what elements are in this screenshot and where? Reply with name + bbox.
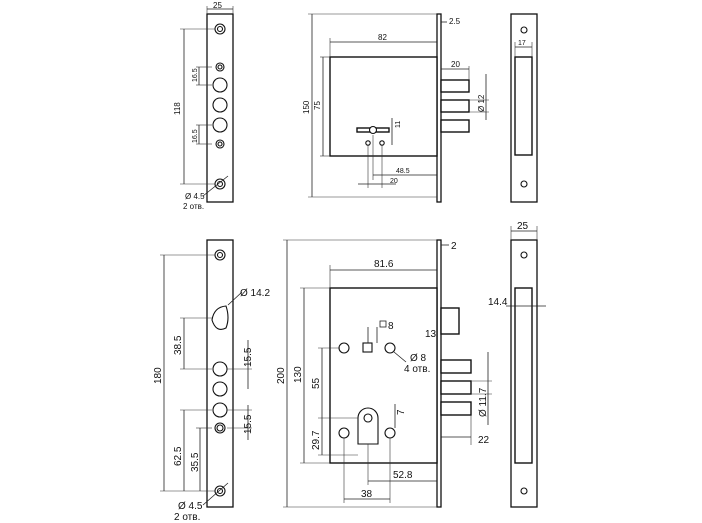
dim-handle-height: 180 (153, 367, 164, 384)
dim-cylinder-backset: 38 (361, 489, 373, 500)
bolt-hole (212, 97, 228, 113)
fix-hole (338, 427, 350, 439)
dim-body-height: 75 (313, 101, 322, 110)
dim-bolt-dia: Ø 12 (477, 94, 486, 112)
lock-case (329, 56, 438, 157)
dim-cylinder-notch: 7 (396, 409, 407, 415)
dim-body-width: 82 (378, 33, 387, 42)
cam-hole (211, 305, 229, 330)
dim-pitch-upper: 16.5 (192, 68, 199, 82)
bottom-strike-plate-view: 25 14.4 (488, 221, 546, 508)
fix-hole (338, 342, 350, 354)
dim-pitch-lower: 16.5 (192, 129, 199, 143)
cylinder-cutout (357, 407, 379, 445)
bolt (440, 99, 470, 113)
fix-hole (384, 342, 396, 354)
dim-backset: 52.8 (393, 470, 413, 481)
bolt-hole (212, 117, 228, 133)
bolt (440, 119, 470, 133)
label-fix-hole-count: 4 отв. (404, 364, 430, 375)
label-mount-hole-dia: Ø 4.5 (178, 501, 203, 512)
label-mount-hole-dia: Ø 4.5 (185, 192, 205, 201)
strike-window (514, 56, 533, 156)
latch (440, 307, 460, 335)
dim-bolt-pitch-lower: 15.5 (243, 414, 254, 434)
label-fix-hole-dia: Ø 8 (410, 353, 427, 364)
dim-cylinder-height: 29.7 (311, 430, 322, 450)
dim-key-offset: 11 (395, 121, 402, 128)
dim-backset: 48.5 (396, 168, 410, 175)
fix-hole (384, 427, 396, 439)
top-front-plate-view: 25 118 16.5 16.5 Ø 4.5 2 отв. (173, 1, 234, 211)
strike-mount-hole (520, 251, 528, 259)
bottom-front-plate-view: Ø 14.2 180 38.5 15.5 15.5 62.5 35.5 Ø 4.… (153, 239, 270, 523)
dim-faceplate-thickness: 2.5 (449, 17, 461, 26)
strike-mount-hole (520, 487, 528, 495)
top-strike-plate-view: 17 (510, 13, 538, 203)
label-mount-hole-count: 2 отв. (174, 512, 200, 523)
dim-bolt-pitch-upper: 15.5 (243, 347, 254, 367)
dim-bolt-dia: Ø 11.7 (478, 387, 489, 417)
bottom-lock-body-view: 200 130 81.6 2 8 Ø 8 4 отв. 13 55 29.7 (276, 239, 492, 508)
dim-strike-window-width: 17 (518, 40, 526, 47)
bolt-hole (212, 381, 228, 397)
dim-bolt-span: 118 (173, 102, 182, 115)
bolt (440, 380, 472, 395)
dim-cylinder-offset: 62.5 (173, 446, 184, 466)
label-cam-hole-dia: Ø 14.2 (240, 288, 270, 299)
dim-bolt-projection: 20 (451, 60, 460, 69)
bolt (440, 79, 470, 93)
dim-cylinder-step: 35.5 (190, 452, 201, 472)
bolt (440, 359, 472, 374)
dim-body-height: 130 (293, 366, 304, 383)
label-mount-hole-count: 2 отв. (183, 202, 204, 211)
bolt-hole (212, 402, 228, 418)
spindle-square (362, 342, 373, 353)
dim-body-width: 81.6 (374, 259, 394, 270)
dim-height-total: 150 (302, 100, 311, 114)
dim-faceplate-thickness: 2 (451, 241, 457, 252)
dim-handle-to-cyl: 55 (311, 377, 322, 389)
dim-bolt-projection: 22 (478, 435, 490, 446)
dim-plate-width: 25 (213, 1, 222, 10)
bolt (440, 401, 472, 416)
dim-latch-projection: 13 (425, 329, 437, 340)
dim-strike-window-offset: 14.4 (488, 297, 508, 308)
dim-key-spacing: 20 (390, 178, 398, 185)
dim-height-total: 200 (276, 367, 287, 384)
bolt-hole (212, 77, 228, 93)
top-lock-body-view: 150 75 82 2.5 20 Ø 12 11 48.5 20 (302, 13, 489, 203)
strike-mount-hole (520, 26, 528, 34)
label-spindle-square: 8 (388, 321, 394, 332)
dim-strike-width: 25 (517, 221, 529, 232)
strike-mount-hole (520, 180, 528, 188)
strike-window (514, 287, 533, 464)
bolt-hole (212, 361, 228, 377)
dim-handle-offset: 38.5 (173, 335, 184, 355)
